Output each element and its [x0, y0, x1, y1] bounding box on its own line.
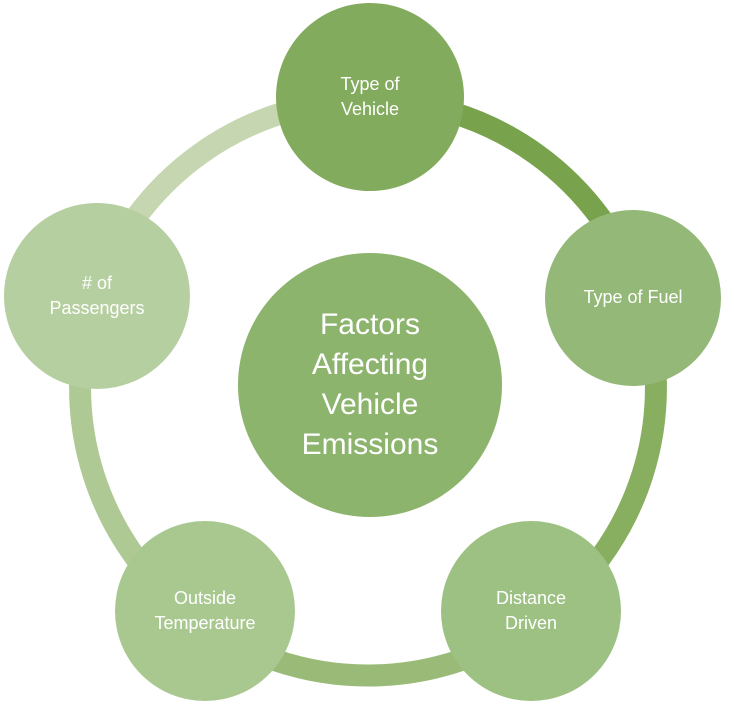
node-circle-distance-driven	[441, 521, 621, 701]
node-circle-outside-temperature	[115, 521, 295, 701]
node-circle-number-of-passengers	[4, 203, 190, 389]
node-circle-type-of-fuel	[545, 210, 721, 386]
center-circle	[238, 253, 502, 517]
node-circle-type-of-vehicle	[276, 3, 464, 191]
